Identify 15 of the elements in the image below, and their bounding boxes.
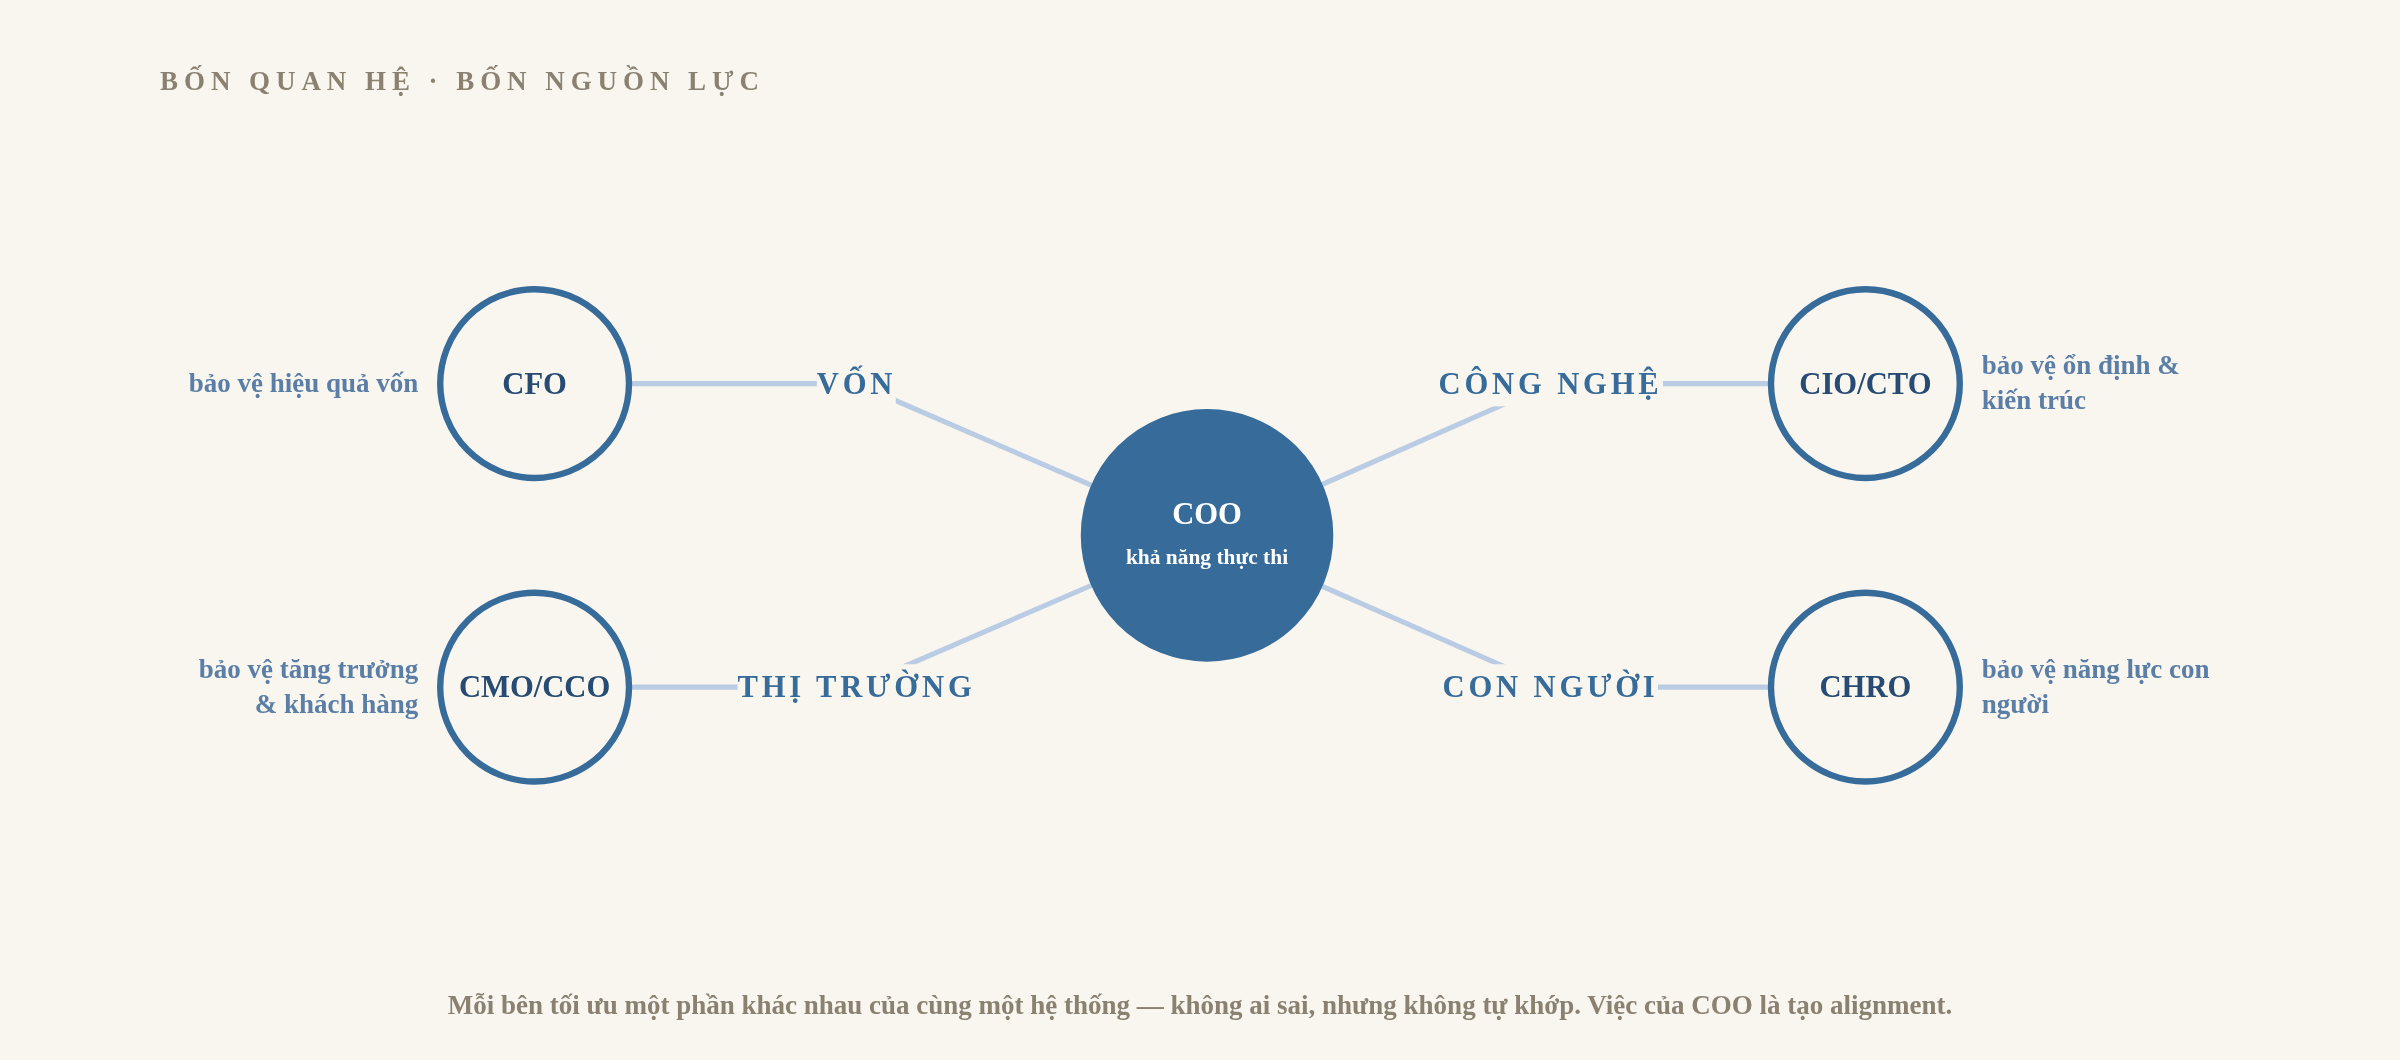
edge-label: CÔNG NGHỆ (1438, 366, 1663, 400)
node-caption: bảo vệ tăng trưởng & khách hàng (197, 652, 419, 721)
node-caption: bảo vệ hiệu quả vốn (188, 366, 419, 400)
edge-label: CON NGƯỜI (1442, 670, 1659, 704)
node-caption: bảo vệ ổn định & kiến trúc (1981, 349, 2181, 418)
node-circle: COO khả năng thực thi (1080, 408, 1334, 662)
node-circle: CMO/CCO (437, 589, 633, 785)
edge-label: THỊ TRƯỜNG (737, 670, 976, 704)
node-circle: CIO/CTO (1767, 285, 1963, 481)
diagram-caption: Mỗi bên tối ưu một phần khác nhau của cùng một hệ thống — không ai sai, nhưng không tự khớp. Việc của COO là tạo alignment. (446, 990, 1954, 1021)
edge-label: VỐN (816, 366, 897, 400)
node-caption: bảo vệ năng lực con người (1981, 652, 2211, 721)
node-circle: CHRO (1767, 589, 1963, 785)
node-circle: CFO (437, 285, 633, 481)
diagram-title: BỐN QUAN HỆ · BỐN NGUỒN LỰC (160, 66, 765, 97)
